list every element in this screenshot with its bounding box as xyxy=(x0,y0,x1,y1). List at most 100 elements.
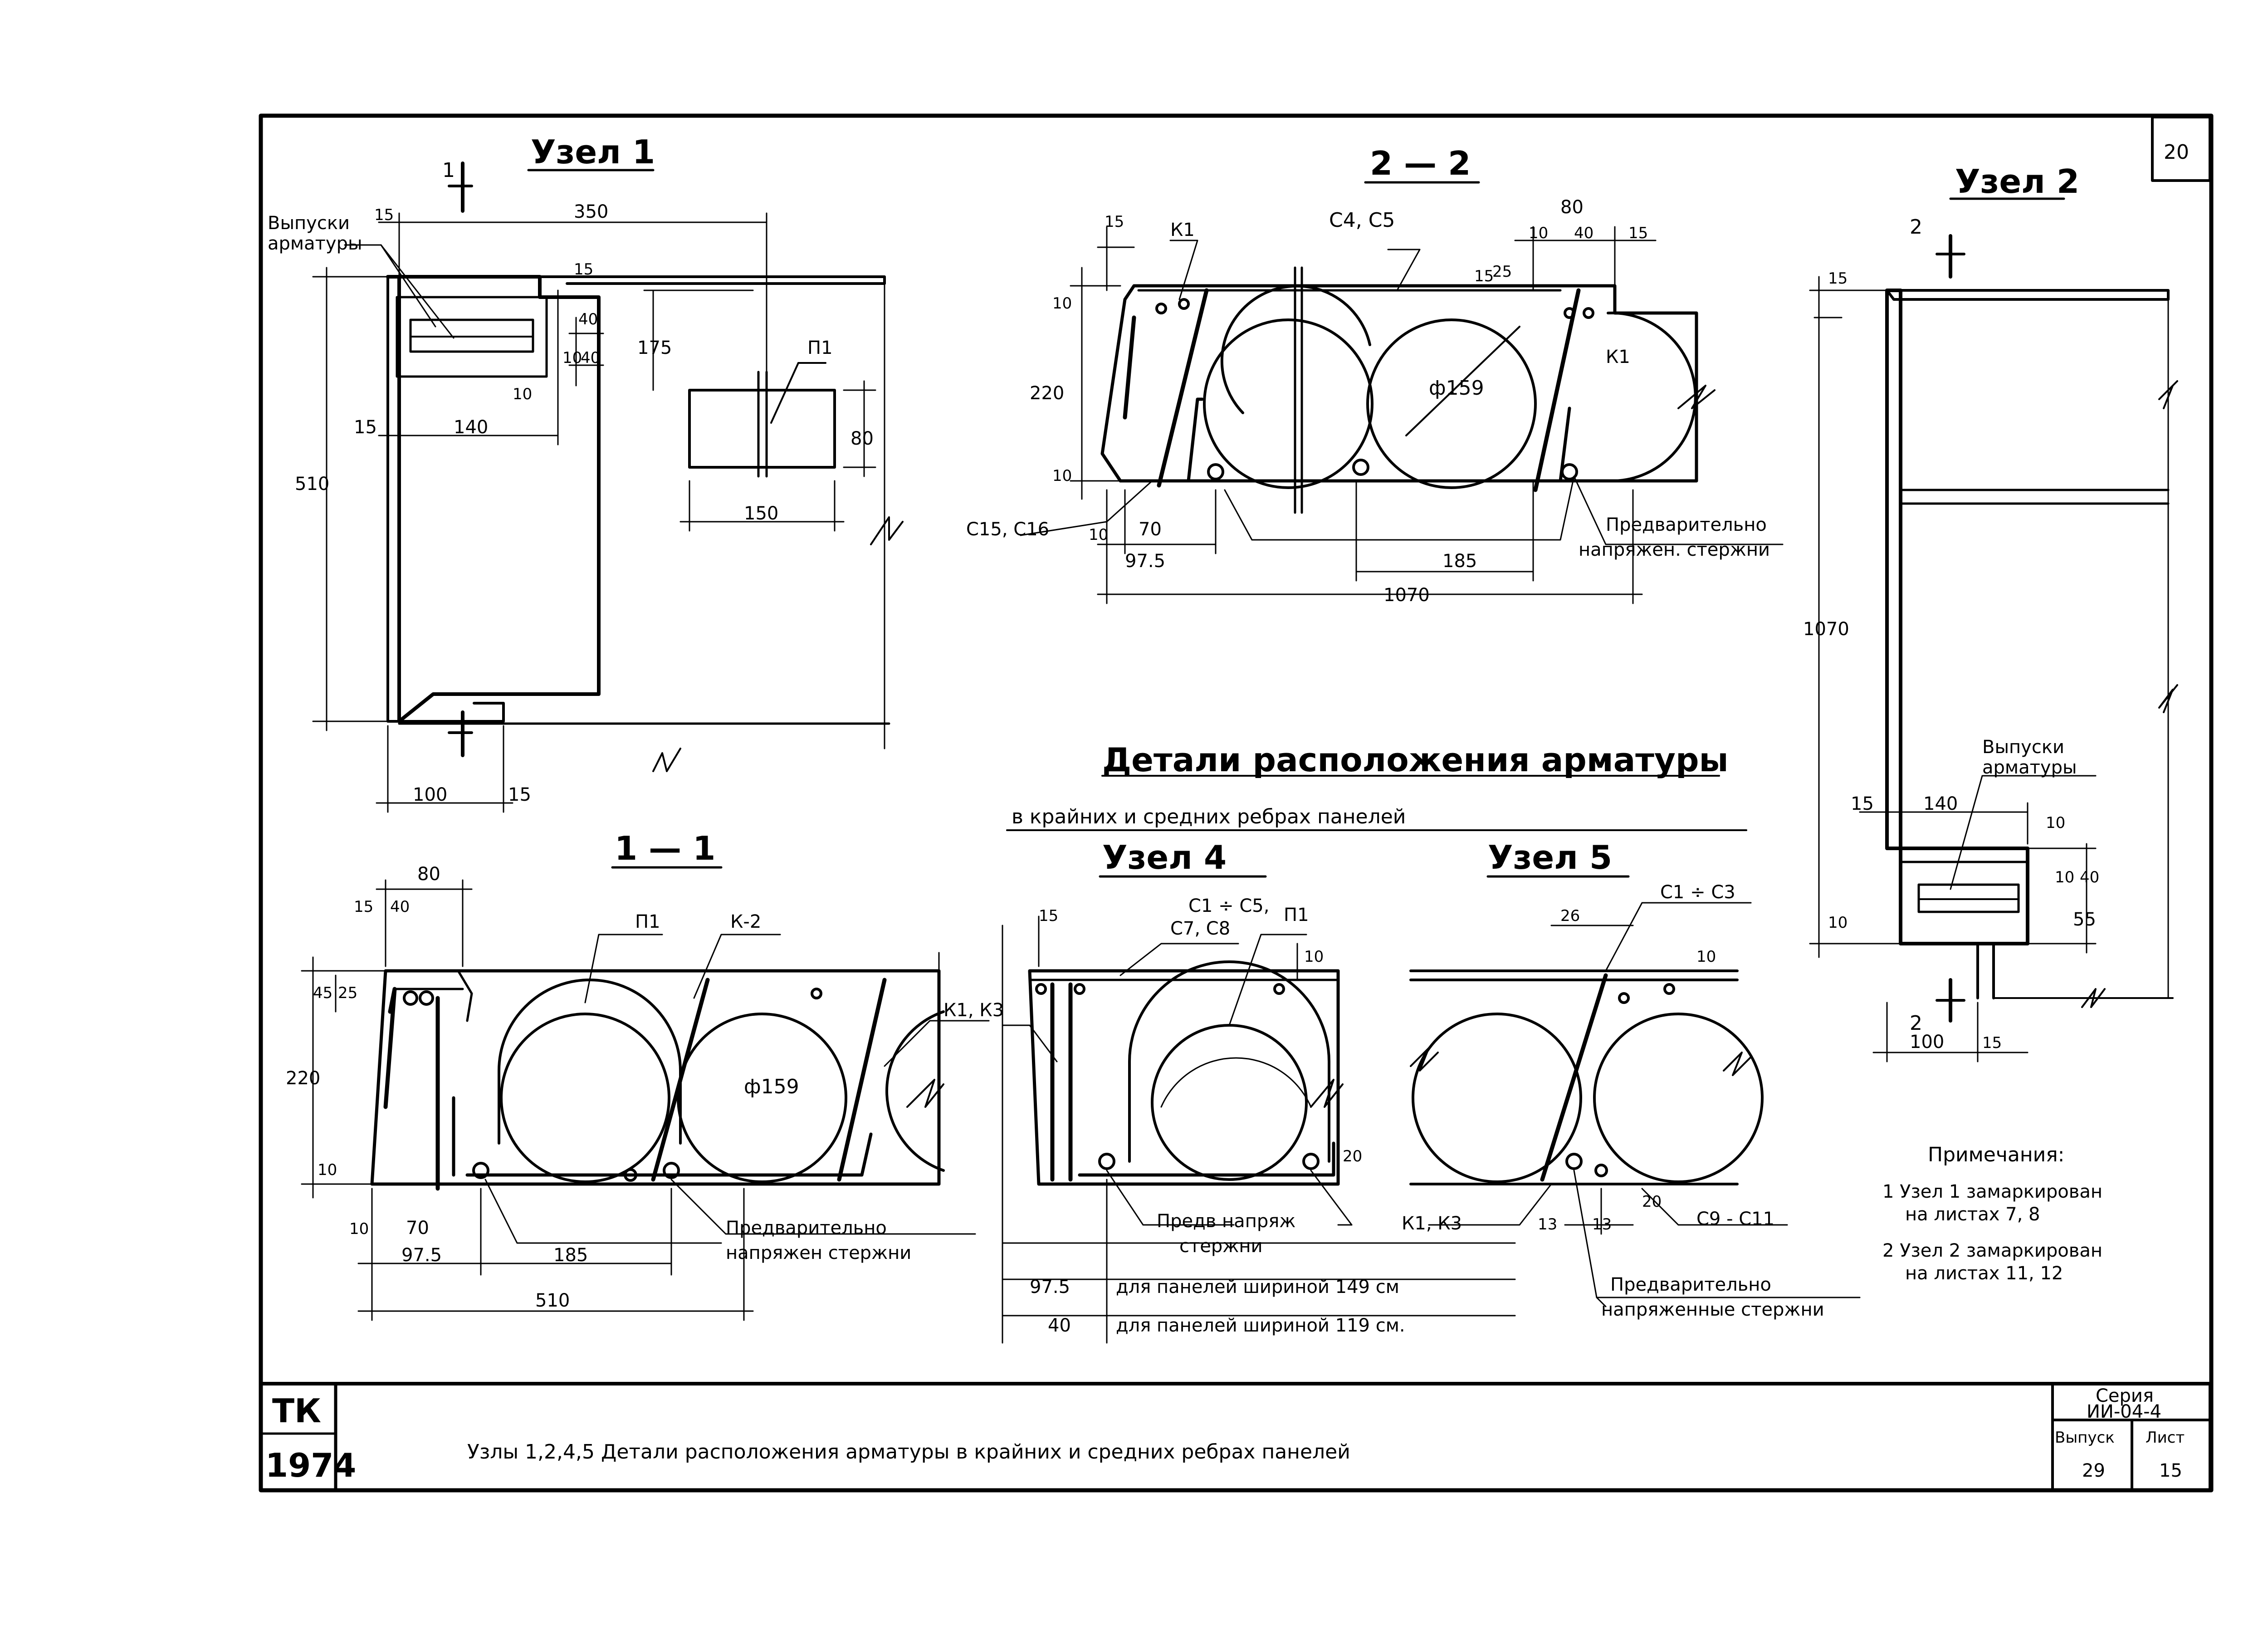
main-title-line1: Детали расположения арматуры xyxy=(1102,741,1729,779)
section11-dim: 40 xyxy=(390,898,410,916)
section11-dim: 45 xyxy=(313,984,332,1002)
section22-dim: 1070 xyxy=(1383,585,1430,606)
node4-label: С7, С8 xyxy=(1170,918,1230,939)
title-block-sheet-value: 15 xyxy=(2159,1460,2182,1481)
node1-dim: 15 xyxy=(354,417,377,438)
node4-label: С1 ÷ С5, xyxy=(1188,896,1269,916)
section22-dim: 15 xyxy=(1105,213,1124,231)
section11-label: ф159 xyxy=(744,1075,799,1098)
notes-item: на листах 11, 12 xyxy=(1905,1263,2063,1284)
title-block-series-label: Серия xyxy=(2096,1385,2154,1406)
section11-dim: 10 xyxy=(349,1220,369,1238)
title-block-year: 1974 xyxy=(265,1446,356,1484)
node2-dim: 1070 xyxy=(1803,619,1849,640)
node2-dim: 40 xyxy=(2080,868,2099,886)
section22-dim: 10 xyxy=(1052,467,1072,485)
section11-callout-line2: напряжен стержни xyxy=(726,1243,911,1263)
node1-section-mark: 1 xyxy=(442,159,455,182)
node1-dim: 15 xyxy=(574,260,593,279)
node2-dim: 15 xyxy=(1982,1034,2002,1052)
node5-drawing xyxy=(1409,875,1861,1307)
node4-callout-line1: Предв напряж xyxy=(1157,1211,1295,1232)
node4-drawing xyxy=(1002,875,1516,1344)
node2-section-mark: 2 xyxy=(1910,215,1922,239)
node2-section-mark: 2 xyxy=(1910,1012,1922,1035)
section11-dim: 10 xyxy=(318,1161,337,1179)
section22-dim: 10 xyxy=(1052,294,1072,313)
node5-title: Узел 5 xyxy=(1488,838,1612,876)
section11-drawing xyxy=(301,866,990,1321)
node4-width-text: для панелей шириной 119 см. xyxy=(1116,1315,1405,1336)
node4-dim: 10 xyxy=(1304,948,1324,966)
node2-callout-line2: арматуры xyxy=(1982,757,2077,778)
section22-drawing xyxy=(1020,181,1784,604)
section11-title: 1 — 1 xyxy=(615,829,715,867)
main-title-line2: в крайних и средних ребрах панелей xyxy=(1012,805,1406,828)
section22-callout-line2: напряжен. стержни xyxy=(1579,539,1770,560)
node1-dim: 510 xyxy=(295,474,329,494)
node5-dim: 13 xyxy=(1538,1215,1557,1234)
node4-dim: 20 xyxy=(1343,1147,1362,1165)
node4-width-value: 97.5 xyxy=(1030,1277,1070,1297)
section22-dim: 70 xyxy=(1139,519,1162,540)
node2-dim: 15 xyxy=(1828,269,1848,288)
node2-dim: 15 xyxy=(1851,793,1874,814)
title-block-series-value: ИИ-04-4 xyxy=(2087,1401,2161,1422)
notes-title: Примечания: xyxy=(1928,1143,2065,1166)
title-block-title: Узлы 1,2,4,5 Детали расположения арматур… xyxy=(467,1440,1350,1464)
section22-label: С4, С5 xyxy=(1329,209,1395,232)
section22-dim: 40 xyxy=(1574,224,1593,242)
node2-dim: 55 xyxy=(2073,909,2096,930)
sheet-frame xyxy=(259,113,2214,1493)
section11-dim: 510 xyxy=(535,1290,570,1311)
section22-label: С15, С16 xyxy=(966,519,1049,540)
sheet-number: 20 xyxy=(2164,141,2189,164)
section22-dim: 25 xyxy=(1492,263,1512,281)
section11-label: К-2 xyxy=(730,911,761,932)
node4-dim: 15 xyxy=(1039,907,1058,925)
node1-dim: 15 xyxy=(508,784,531,805)
node1-dim: 150 xyxy=(744,503,778,524)
node5-callout-line1: Предварительно xyxy=(1610,1274,1771,1295)
node1-dim: 10 xyxy=(513,385,532,403)
section11-dim: 185 xyxy=(553,1245,588,1266)
node1-dim: 15 xyxy=(374,206,394,224)
title-block-org: ТК xyxy=(272,1392,321,1430)
node1-dim: 140 xyxy=(454,417,488,438)
section22-label: ф159 xyxy=(1429,377,1484,400)
section11-dim: 220 xyxy=(286,1068,320,1089)
node5-label: С9 - С11 xyxy=(1696,1209,1774,1229)
section11-dim: 97.5 xyxy=(401,1245,442,1266)
section22-label: К1 xyxy=(1170,220,1195,240)
node2-dim: 10 xyxy=(2055,868,2074,886)
node1-drawing xyxy=(312,162,904,813)
node4-title: Узел 4 xyxy=(1102,838,1227,876)
section22-dim: 15 xyxy=(1628,224,1648,242)
section11-label: П1 xyxy=(635,911,660,932)
node5-dim: 13 xyxy=(1592,1215,1612,1234)
node5-dim: 10 xyxy=(1696,948,1716,966)
section11-dim: 15 xyxy=(354,898,373,916)
node5-label: К1, К3 xyxy=(1402,1213,1462,1234)
node1-title: Узел 1 xyxy=(531,133,655,171)
section22-dim: 220 xyxy=(1030,383,1064,404)
section11-dim: 25 xyxy=(338,984,357,1002)
section22-dim: 10 xyxy=(1089,526,1108,544)
notes-item: 2 Узел 2 замаркирован xyxy=(1882,1240,2102,1261)
node2-dim: 140 xyxy=(1923,793,1958,814)
node1-callout-line2: арматуры xyxy=(268,233,362,254)
node4-width-text: для панелей шириной 149 см xyxy=(1116,1277,1399,1297)
section22-title: 2 — 2 xyxy=(1370,144,1471,182)
section22-dim: 80 xyxy=(1560,197,1584,218)
section22-dim: 97.5 xyxy=(1125,551,1165,572)
node5-label: С1 ÷ С3 xyxy=(1660,882,1735,903)
node2-title: Узел 2 xyxy=(1955,162,2079,201)
node5-dim: 20 xyxy=(1642,1193,1662,1211)
node1-part-label: П1 xyxy=(807,338,833,358)
section22-label: К1 xyxy=(1606,347,1630,367)
title-block-sheet-label: Лист xyxy=(2146,1429,2185,1447)
node2-dim: 10 xyxy=(2046,814,2065,832)
node4-width-value: 40 xyxy=(1048,1315,1071,1336)
node2-drawing xyxy=(1809,197,2178,1062)
